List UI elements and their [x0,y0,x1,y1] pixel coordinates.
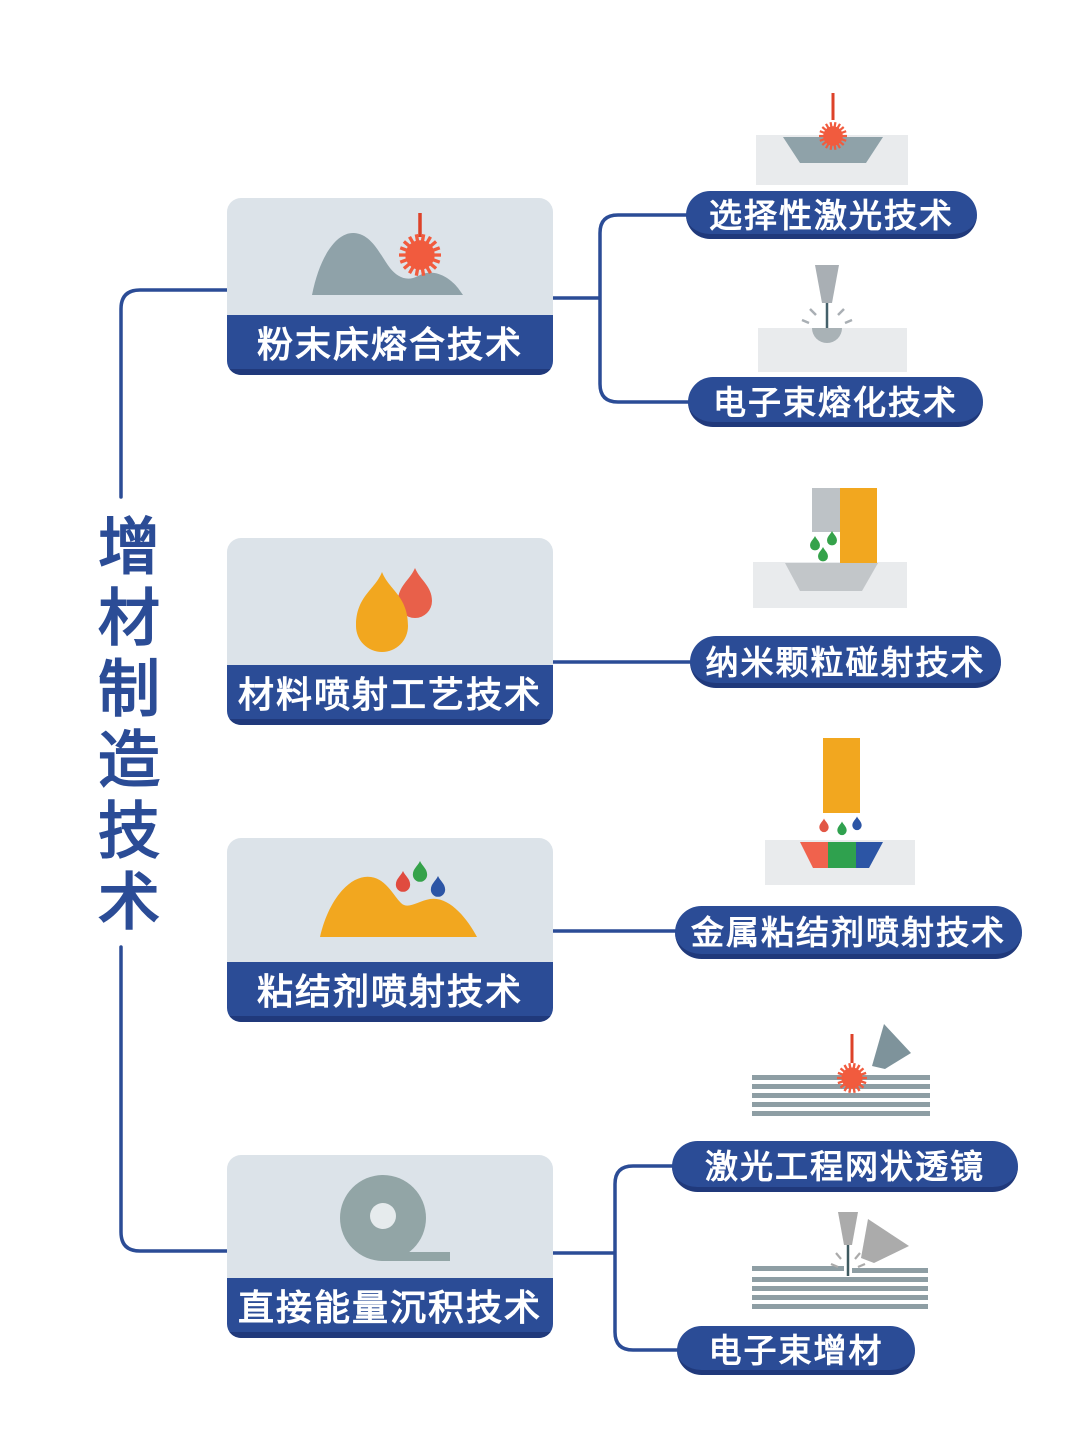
leaf-pill-lens: 激光工程网状透镜 [672,1141,1018,1192]
branch-card-material-jetting: 材料喷射工艺技术 [227,538,553,725]
powder-mound-laser-icon [227,198,553,315]
leaf-pill-selective-laser: 选择性激光技术 [686,191,977,239]
branch-card-binder-jetting: 粘结剂喷射技术 [227,838,553,1022]
laser-spark-on-layers-icon [748,1020,932,1127]
leaf-pill-electron-beam-additive: 电子束增材 [677,1326,915,1375]
electron-beam-on-layers-icon [748,1208,932,1317]
leaf-pill-metal-binder-jetting: 金属粘结剂喷射技术 [675,906,1022,959]
branch-card-label: 材料喷射工艺技术 [227,665,553,725]
leaf-pill-electron-beam-melting: 电子束熔化技术 [688,377,983,427]
trunk-top-connector [119,288,229,499]
electron-beam-melt-pool-icon [750,258,910,381]
branch4-bracket [551,1164,679,1352]
trunk-bottom-connector [119,945,229,1253]
branch-card-label: 直接能量沉积技术 [227,1278,553,1338]
branch-card-label: 粉末床熔合技术 [227,315,553,375]
leaf-pill-nanoparticle-jetting: 纳米颗粒碰射技术 [690,636,1001,688]
branch-card-direct-energy-deposition: 直接能量沉积技术 [227,1155,553,1338]
branch1-bracket [551,213,690,404]
branch-card-powder-bed-fusion: 粉末床熔合技术 [227,198,553,375]
powder-mound-color-droplets-icon [227,838,553,962]
root-title: 增材制造技术 [88,514,157,940]
wire-spool-icon [227,1155,553,1278]
branch-card-label: 粘结剂喷射技术 [227,962,553,1022]
laser-on-powder-tray-icon [750,90,910,191]
printhead-rgb-tray-icon [762,735,918,892]
printhead-droplets-tray-icon [748,485,912,616]
two-droplets-icon [227,538,553,665]
